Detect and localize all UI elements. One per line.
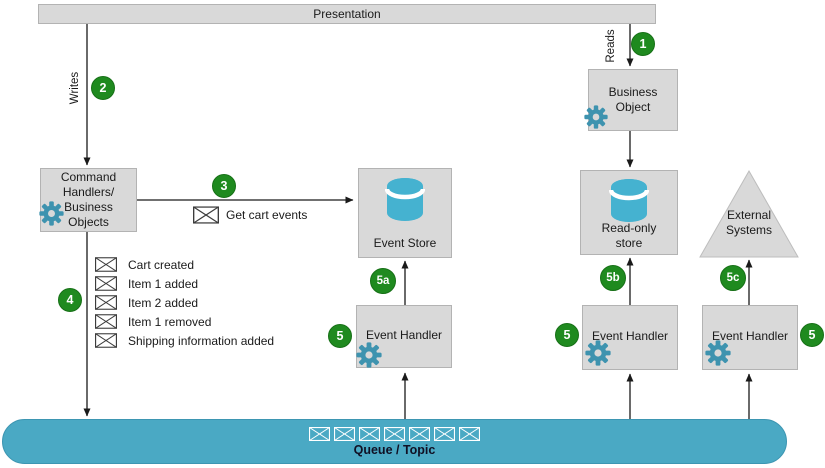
event-message-row: Item 1 removed [95,314,274,329]
envelope-icon [434,427,455,441]
business-object-label: Business Object [608,85,658,114]
event-message-label: Shipping information added [128,333,275,348]
event-handler-left-label: Event Handler [365,328,443,342]
step-badge-4: 4 [58,288,82,312]
step-badge-5-right: 5 [800,323,824,347]
envelope-icon [334,427,355,441]
envelope-icon [95,314,117,329]
event-message-row: Cart created [95,257,274,272]
step-badge-5c: 5c [720,265,746,291]
step-badge-5b: 5b [600,265,626,291]
event-message-list: Cart created Item 1 added Item 2 added I… [95,257,274,348]
get-cart-events-label: Get cart events [226,208,308,222]
envelope-icon [193,206,219,224]
read-only-store-label: Read-only store [601,221,657,250]
envelope-icon [309,427,330,441]
step-badge-5a: 5a [370,268,396,294]
event-message-label: Item 2 added [128,295,199,310]
envelope-icon [384,427,405,441]
queue-topic-label: Queue / Topic [353,442,436,457]
event-handler-right-box: Event Handler [702,305,798,370]
reads-edge-label: Reads [605,29,617,63]
writes-edge-label: Writes [69,71,81,105]
event-message-label: Item 1 removed [128,314,212,329]
presentation-label: Presentation [313,7,381,21]
envelope-icon [95,333,117,348]
step-badge-2: 2 [91,76,115,100]
event-store-label: Event Store [373,236,437,250]
read-only-store-box: Read-only store [580,170,678,255]
get-cart-events-message: Get cart events [193,206,307,224]
presentation-bar: Presentation [38,4,656,24]
step-badge-5-middle: 5 [555,323,579,347]
envelope-icon [359,427,380,441]
event-handler-middle-label: Event Handler [591,329,669,343]
event-message-label: Item 1 added [128,276,199,291]
envelope-icon [95,276,117,291]
step-badge-3: 3 [212,174,236,198]
external-systems-label: External Systems [725,208,772,237]
event-message-row: Item 2 added [95,295,274,310]
event-handler-left-box: Event Handler [356,305,452,368]
envelope-icon [409,427,430,441]
step-badge-1: 1 [631,32,655,56]
command-handlers-box: Command Handlers/ Business Objects [40,168,137,232]
step-badge-5-left: 5 [328,324,352,348]
event-handler-middle-box: Event Handler [582,305,678,370]
event-handler-right-label: Event Handler [711,329,789,343]
event-message-row: Item 1 added [95,276,274,291]
event-message-row: Shipping information added [95,333,274,348]
envelope-icon [95,257,117,272]
envelope-icon [459,427,480,441]
queue-envelope-row [309,427,480,441]
event-message-label: Cart created [128,257,195,272]
business-object-box: Business Object [588,69,678,131]
command-handlers-label: Command Handlers/ Business Objects [60,170,117,229]
queue-topic-bar: Queue / Topic [2,419,787,464]
envelope-icon [95,295,117,310]
event-store-box: Event Store [358,168,452,258]
